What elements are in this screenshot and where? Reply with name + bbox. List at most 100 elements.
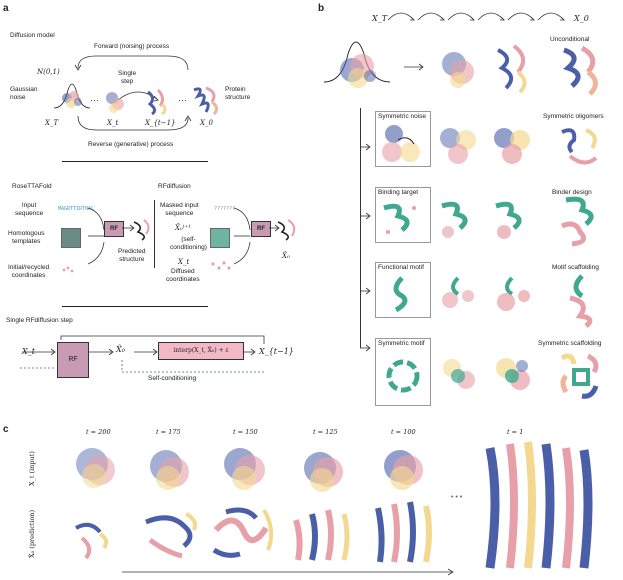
unconditional-noise-cloud <box>323 41 391 88</box>
prediction-175 <box>145 512 197 559</box>
forward-process-label: Forward (noising) process <box>94 43 170 50</box>
input-cloud-100 <box>384 450 423 490</box>
row-prediction-label: X̂₀ (prediction) <box>28 509 36 558</box>
template-matrix-2 <box>210 228 230 248</box>
x0hat-structure-image <box>277 219 296 241</box>
input-cloud-175 <box>150 450 189 490</box>
rf-box-left: RF <box>104 221 124 237</box>
step-x0hat-label: X̂₀ <box>116 345 125 354</box>
symmetric-noise-label: Symmetric noise <box>378 113 427 120</box>
xt-label-rfd: X_t <box>178 258 190 266</box>
final-structure-t1 <box>485 441 593 569</box>
step-xt-label: X_t <box>22 347 35 356</box>
row1-mid-2 <box>494 128 530 164</box>
diffused-coords-dots <box>211 261 231 270</box>
self-conditioning-paren-label: (self- conditioning) <box>170 236 207 251</box>
functional-motif-image <box>393 276 408 313</box>
binding-target-label: Binding target <box>378 189 419 196</box>
masked-seq-text: ??????? <box>214 206 236 212</box>
timestep-arcs <box>387 12 565 21</box>
reverse-process-label: Reverse (generative) process <box>88 141 174 148</box>
rows-bracket-line <box>360 108 361 348</box>
rf-to-predicted-arrow <box>122 224 135 232</box>
timestep-label-150: t = 150 <box>233 428 258 436</box>
template-matrix-1 <box>61 228 81 248</box>
symmetric-motif-box <box>375 338 431 406</box>
timestep-label-175: t = 175 <box>156 428 181 436</box>
row3-arrow <box>360 287 371 295</box>
row-input-label: X_t (input) <box>28 451 36 486</box>
initial-recycled-label: Initial/recycled coordinates <box>8 264 50 279</box>
single-step-label: Single step <box>118 70 137 85</box>
divider-a-1 <box>62 161 208 162</box>
xt1-label-a: X_{t−1} <box>145 119 176 127</box>
homologous-templates-label: Homologous templates <box>8 230 45 245</box>
protein-structure-label: Protein structure <box>225 86 251 101</box>
row2-final <box>561 196 594 247</box>
predicted-structure-label: Predicted structure <box>118 248 146 263</box>
input-sequence-label: Input sequence <box>15 202 44 217</box>
panel-a-letter: a <box>3 3 9 14</box>
row3-final <box>569 274 593 328</box>
rf-funnel-right <box>233 207 251 265</box>
timestep-label-100: t = 100 <box>391 428 416 436</box>
xt-label-a: X_t <box>107 119 119 127</box>
xT-label-a: X_T <box>45 119 59 127</box>
input-cloud-125 <box>304 452 343 492</box>
protein-structure-image <box>193 86 219 116</box>
panel-c-ellipsis: • • • <box>451 494 463 501</box>
symmetric-motif-label: Symmetric motif <box>378 340 425 347</box>
unconditional-arrow <box>404 63 424 71</box>
ellipsis-2: ··· <box>178 95 187 105</box>
gaussian-noise-label: Gaussian noise <box>10 86 38 101</box>
prediction-125 <box>293 509 350 561</box>
prediction-200 <box>75 522 109 560</box>
input-cloud-200 <box>76 448 115 488</box>
motif-scaffolding-label: Motif scaffolding <box>552 264 599 271</box>
self-conditioning-label: Self-conditioning <box>148 375 197 382</box>
single-step-arc <box>117 91 159 102</box>
row4-arrow <box>360 344 371 352</box>
row2-mid-2 <box>495 201 522 239</box>
unconditional-mid-1 <box>442 52 474 88</box>
rf-funnel-left <box>87 207 105 265</box>
diffused-coordinates-label: Diffused coordinates <box>166 268 200 283</box>
row4-mid-1 <box>443 359 475 389</box>
row3-mid-1 <box>442 276 474 308</box>
row1-final <box>561 128 598 165</box>
row-unconditional-label: Unconditional <box>550 36 590 43</box>
symmetric-scaffolding-label: Symmetric scaffolding <box>538 340 602 347</box>
timestep-label-125: t = 125 <box>313 428 338 436</box>
step-rf-box: RF <box>57 342 89 378</box>
reverse-arrow <box>77 115 192 131</box>
rfdiffusion-title: RFdiffusion <box>158 183 191 190</box>
forward-arrow <box>74 55 189 71</box>
normal-symbol: N(0,1) <box>37 68 60 76</box>
single-step-diagram <box>20 335 265 373</box>
panel-c-letter: c <box>3 424 9 435</box>
row2-mid-1 <box>441 201 468 238</box>
x0-label-b: X_0 <box>574 14 589 23</box>
symmetric-motif-image <box>386 359 420 393</box>
single-step-title: Single RFdiffusion step <box>6 317 73 324</box>
row4-final <box>560 353 599 399</box>
x0-label-a: X_0 <box>200 119 213 127</box>
timestep-label-1: t = 1 <box>507 428 524 436</box>
time-axis-arrow <box>122 568 454 576</box>
x0hat-label: X̂₀ <box>282 252 290 260</box>
symmetric-oligomers-label: Symmetric oligomers <box>543 113 604 120</box>
functional-motif-box <box>375 262 431 318</box>
gaussian-bell-cloud <box>53 83 91 109</box>
prediction-100 <box>375 501 432 563</box>
binder-design-label: Binder design <box>552 189 592 196</box>
diffusion-model-title: Diffusion model <box>10 32 55 39</box>
rosettafold-title: RoseTTAFold <box>12 183 52 190</box>
xt-structure-image <box>106 92 124 113</box>
panel-b-letter: b <box>318 3 325 14</box>
row3-mid-2 <box>497 276 530 311</box>
step-interp-box: interp(X_t, X̂₀) + ε <box>158 342 244 360</box>
vertical-divider-a <box>154 200 155 268</box>
step-xt1-label: X_{t−1} <box>259 347 294 356</box>
timestep-label-200: t = 200 <box>86 428 111 436</box>
seq-text: MAGRTTIRTNAL <box>58 206 95 212</box>
